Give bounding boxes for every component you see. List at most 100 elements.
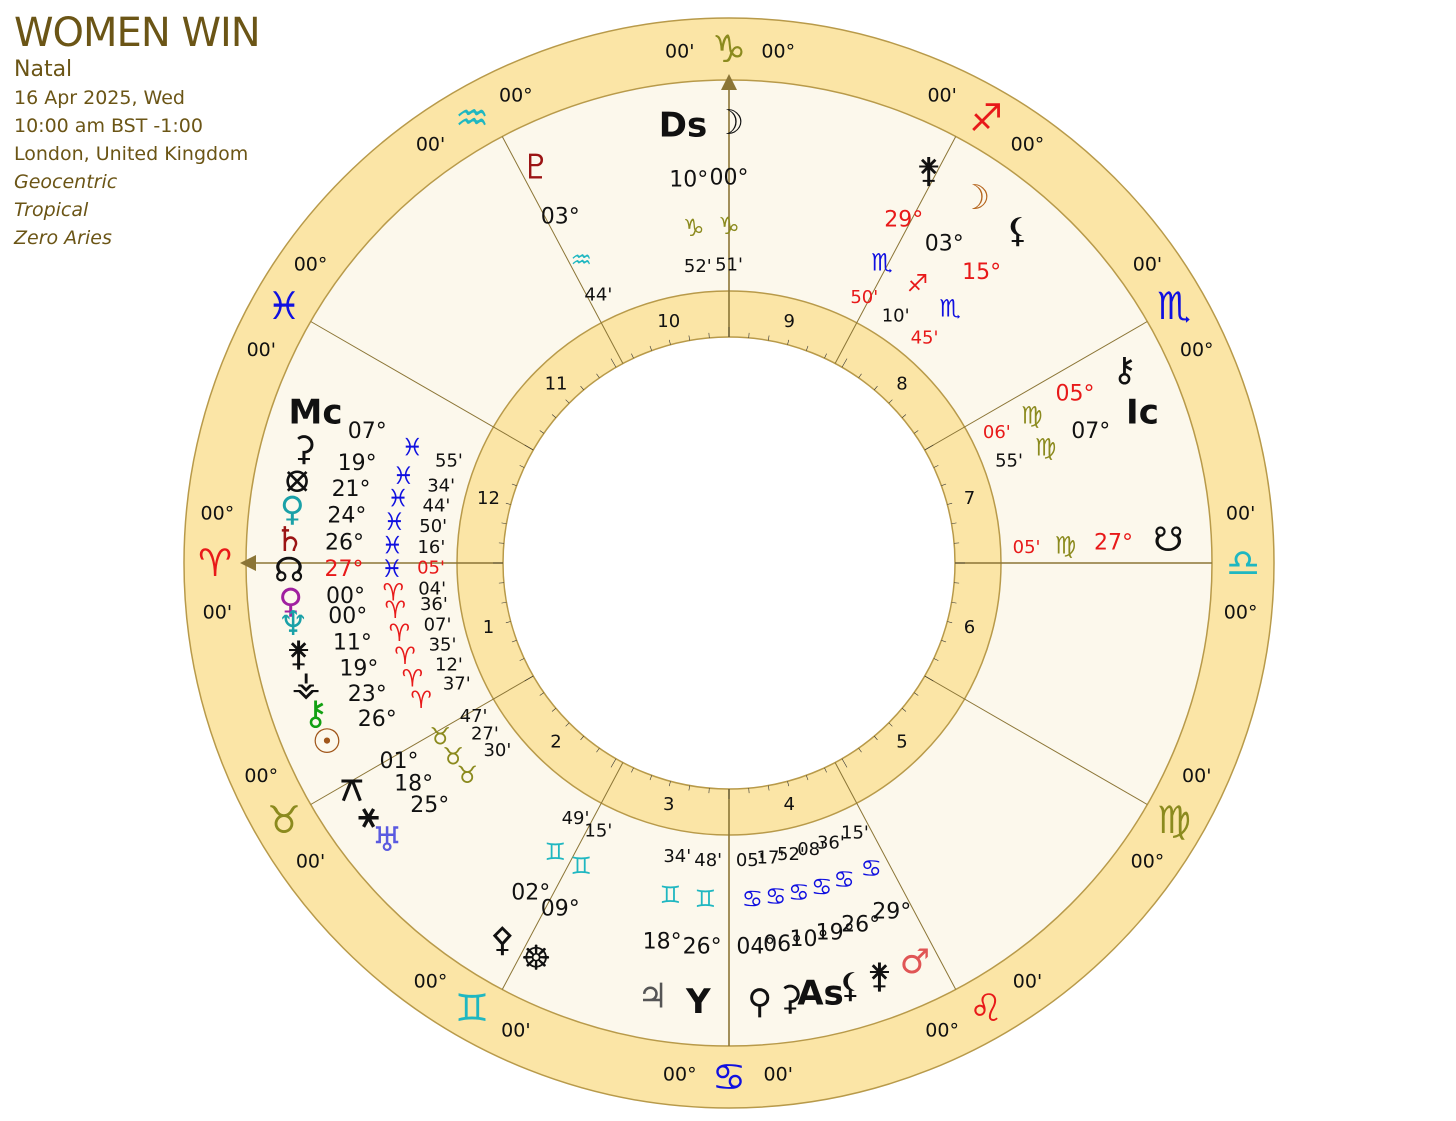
house-cusp-3 [501,762,624,990]
degree-tick [610,358,617,368]
degree-tick [806,775,809,781]
degree-tick [841,358,848,368]
degree-tick [787,339,790,345]
planet-glyph: Y [685,982,711,1022]
planet-sign-glyph: ♑ [683,214,705,242]
planet-minute: 05' [1013,537,1041,558]
house-cusp-lines [240,74,1212,1046]
degree-tick [565,399,570,404]
planet-sign-glyph: ♈ [383,578,405,606]
planet-degree: 06° [763,932,802,957]
degree-tick [519,658,525,661]
planet-sign-glyph: ♉ [456,761,478,789]
degree-tick [551,708,557,712]
planet-minute: 06' [983,422,1011,443]
placement-point-5: ⚲04°♋05' [736,850,775,1022]
house-cusp-9 [834,136,957,364]
planet-sign-glyph: ♊ [545,838,567,866]
degree-tick [924,675,934,682]
planet-degree: 07° [348,419,387,444]
placement-pluto: ♇03°♒44' [521,148,612,306]
wheel-rings [183,17,1275,1109]
planet-sign-glyph: ♋ [742,885,764,913]
degree-tick [858,373,862,379]
planet-glyph: ⚸ [1005,211,1030,251]
zodiac-scorpio-deg: 00° [1180,339,1214,361]
zodiac-virgo-min: 00' [1182,765,1211,787]
zodiac-gemini-glyph: ♊ [455,986,489,1030]
planet-sign-glyph: ♓ [387,485,409,513]
placement-juno: ⚵11°♈07' [286,614,451,674]
house-number-7: 7 [964,488,975,509]
placement-sun: ☉26°♈37' [312,674,471,762]
planet-glyph: ⚷ [1112,350,1137,390]
house-number-2: 2 [550,732,561,753]
degree-tick [596,373,600,379]
planet-degree: 01° [379,749,418,774]
planet-glyph: Mc [289,393,343,433]
degree-tick [524,444,534,451]
planet-minute: 44' [423,496,451,517]
planet-degree: 00° [326,584,365,609]
planet-minute: 52' [777,844,805,865]
degree-tick [649,345,652,351]
planet-degree: 26° [683,935,722,960]
planet-minute: 47' [460,706,488,727]
zodiac-scorpio-glyph: ♏ [1157,284,1191,328]
planet-glyph: ♅ [372,820,402,860]
planet-degree: 23° [348,682,387,707]
planet-degree: 27° [325,557,364,582]
degree-tick [924,444,934,451]
degree-tick [631,767,634,773]
planet-minute: 36' [420,594,448,615]
zodiac-leo-min: 00' [1013,970,1042,992]
zodiac-cancer-min: 00' [764,1064,793,1086]
zodiac-libra-glyph: ♎ [1226,541,1260,585]
placement-north-node: ☊27°♓05' [274,551,445,591]
degree-tick [519,465,525,468]
planet-degree: 11° [333,631,372,656]
planet-glyph: ⚵ [867,956,892,996]
planet-glyph: Ic [1126,393,1159,433]
planet-glyph: ⚲ [747,982,772,1022]
planet-sign-glyph: ♍ [1055,531,1077,559]
planet-sign-glyph: ♍ [1021,401,1043,429]
planet-minute: 05' [736,850,764,871]
planet-sign-glyph: ♉ [442,742,464,770]
planet-sign-glyph: ♒ [571,246,593,274]
degree-tick [947,502,953,505]
chart-time: 10:00 am BST -1:00 [14,115,203,137]
degree-tick [511,640,517,643]
degree-tick [631,353,634,359]
house-number-1: 1 [483,617,494,638]
degree-tick [767,785,770,791]
degree-tick [874,385,878,391]
zodiac-libra-deg: 00° [1224,601,1258,623]
planet-glyph: ⚳ [778,979,803,1019]
house-cusp-11 [501,136,624,364]
placement-asteroid: ⚵29°♏50' [850,151,941,308]
degree-tick [951,522,957,525]
zodiac-aries-min: 00' [203,601,232,623]
placement-point-6: ⚸19°♋08' [797,839,863,1006]
zodiac-capricorn-min: 00' [665,40,694,62]
degree-tick [524,675,534,682]
zodiac-sagittarius-deg: 00° [1011,134,1045,156]
zodiac-gemini-deg: 00° [414,970,448,992]
degree-tick [596,747,600,753]
planet-glyph: ♀ [278,581,303,621]
planet-sign-glyph: ♓ [382,531,404,559]
planet-glyph: As [797,973,844,1013]
planet-minute: 48' [694,850,722,871]
degree-tick [933,465,939,468]
house-cusp-8 [924,321,1148,451]
placement-wheel: ☸09°♊15' [521,820,612,978]
planet-sign-glyph: ♋ [834,866,856,894]
planet-degree: 25° [410,793,449,818]
placement-point-3: ⚴02°♊49' [490,808,590,960]
asc-arrow [240,555,256,571]
zodiac-aquarius-min: 00' [416,134,445,156]
